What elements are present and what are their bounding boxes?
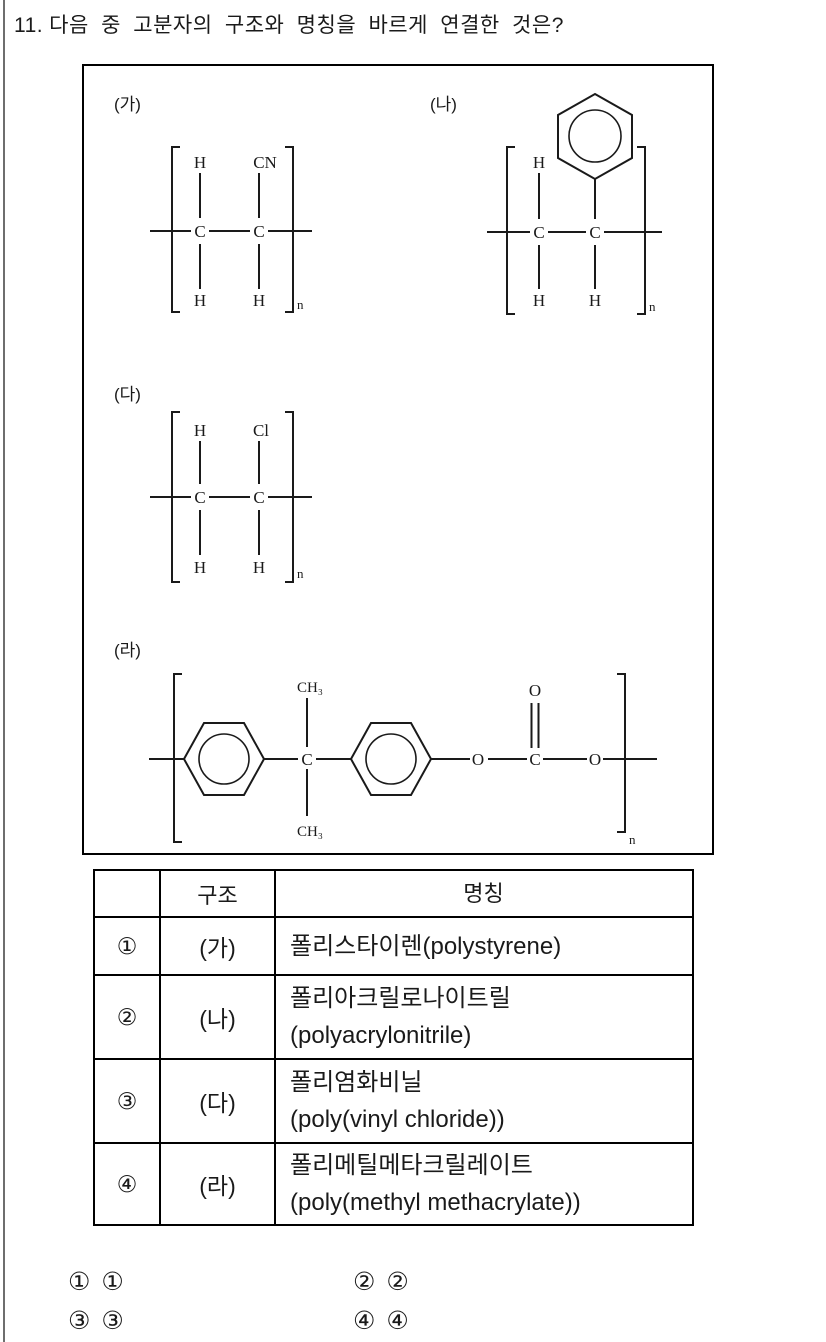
subscript-n: n <box>629 832 636 847</box>
choice-marker: ② <box>353 1267 376 1296</box>
row-structure: (나) <box>159 974 276 1060</box>
atom-o: O <box>589 750 601 769</box>
row-structure: (라) <box>159 1142 276 1226</box>
answer-table: 구조 명칭 ① (가) 폴리스타이렌(polystyrene) ② (나) 폴리… <box>93 869 694 1226</box>
name-line: (poly(methyl methacrylate)) <box>290 1189 581 1216</box>
choice-value: ③ <box>101 1306 124 1335</box>
table-row: ① (가) 폴리스타이렌(polystyrene) <box>93 916 694 976</box>
atom-h: H <box>589 291 601 310</box>
left-bracket <box>506 146 515 315</box>
name-line: 폴리메틸메타크릴레이트 <box>290 1152 533 1179</box>
right-bracket <box>617 673 626 833</box>
atom-c: C <box>194 488 205 507</box>
polymer-structure-da: (다) H Cl C C H H n <box>114 385 312 583</box>
row-number: ② <box>93 974 161 1060</box>
choice-value: ④ <box>386 1306 409 1335</box>
atom-o: O <box>529 681 541 700</box>
atom-h: H <box>194 558 206 577</box>
subscript-n: n <box>297 297 304 312</box>
structure-na-label: (나) <box>430 95 457 114</box>
answer-choice-4[interactable]: ④ ④ <box>353 1306 409 1336</box>
row-number: ① <box>93 916 161 976</box>
answer-choice-2[interactable]: ② ② <box>353 1267 409 1297</box>
choice-value: ② <box>386 1267 409 1296</box>
header-blank <box>93 869 161 918</box>
row-name: 폴리아크릴로나이트릴 (polyacrylonitrile) <box>274 974 694 1060</box>
atom-ch3: CH₃ <box>297 824 323 840</box>
atom-c: C <box>301 750 312 769</box>
answer-choice-3[interactable]: ③ ③ <box>68 1306 124 1336</box>
name-line: 폴리스타이렌(polystyrene) <box>290 932 562 960</box>
structure-ra-label: (라) <box>114 641 141 660</box>
row-name: 폴리메틸메타크릴레이트 (poly(methyl methacrylate)) <box>274 1142 694 1226</box>
benzene-ring <box>349 722 433 796</box>
atom-h: H <box>533 291 545 310</box>
name-line: 폴리염화비닐 <box>290 1069 423 1096</box>
row-number: ③ <box>93 1058 161 1144</box>
choice-value: ① <box>101 1267 124 1296</box>
row-name: 폴리스타이렌(polystyrene) <box>274 916 694 976</box>
right-bracket <box>285 146 294 313</box>
row-name: 폴리염화비닐 (poly(vinyl chloride)) <box>274 1058 694 1144</box>
atom-cn: CN <box>253 153 277 172</box>
table-row: ③ (다) 폴리염화비닐 (poly(vinyl chloride)) <box>93 1058 694 1144</box>
question-number: 11. <box>14 14 44 37</box>
header-name: 명칭 <box>274 869 694 918</box>
atom-o: O <box>472 750 484 769</box>
polymer-structure-na: (나) H C C H H n <box>430 92 662 315</box>
name-line: 폴리아크릴로나이트릴 <box>290 985 511 1012</box>
left-bracket <box>171 146 180 313</box>
answer-choice-1[interactable]: ① ① <box>68 1267 124 1297</box>
atom-c: C <box>194 222 205 241</box>
row-number: ④ <box>93 1142 161 1226</box>
atom-cl: Cl <box>253 421 269 440</box>
atom-c: C <box>253 488 264 507</box>
name-line: (poly(vinyl chloride)) <box>290 1106 505 1133</box>
polymer-structure-ra: (라) CH₃ C CH₃ O <box>114 641 657 847</box>
atom-h: H <box>194 421 206 440</box>
row-structure: (다) <box>159 1058 276 1144</box>
choice-marker: ③ <box>68 1306 91 1335</box>
header-structure: 구조 <box>159 869 276 918</box>
atom-c: C <box>589 223 600 242</box>
atom-h: H <box>253 291 265 310</box>
atom-c: C <box>529 750 540 769</box>
page-left-border <box>3 0 5 1342</box>
table-header-row: 구조 명칭 <box>93 869 694 918</box>
structure-ga-label: (가) <box>114 95 141 114</box>
structure-figure-box: (가) H CN C C H H n (나) <box>82 64 714 855</box>
atom-h: H <box>533 153 545 172</box>
atom-c: C <box>253 222 264 241</box>
question-text: 다음 중 고분자의 구조와 명칭을 바르게 연결한 것은? <box>49 14 564 37</box>
table-row: ② (나) 폴리아크릴로나이트릴 (polyacrylonitrile) <box>93 974 694 1060</box>
choice-marker: ① <box>68 1267 91 1296</box>
atom-h: H <box>194 153 206 172</box>
right-bracket <box>637 146 646 315</box>
subscript-n: n <box>297 566 304 581</box>
choice-marker: ④ <box>353 1306 376 1335</box>
polymer-structure-ga: (가) H CN C C H H n <box>114 95 312 313</box>
benzene-ring <box>182 722 266 796</box>
atom-h: H <box>194 291 206 310</box>
atom-ch3: CH₃ <box>297 680 323 696</box>
polymer-structures-figure: (가) H CN C C H H n (나) <box>114 92 662 847</box>
benzene-ring <box>557 92 633 181</box>
table-row: ④ (라) 폴리메틸메타크릴레이트 (poly(methyl methacryl… <box>93 1142 694 1226</box>
atom-c: C <box>533 223 544 242</box>
atom-h: H <box>253 558 265 577</box>
question-line: 11.다음 중 고분자의 구조와 명칭을 바르게 연결한 것은? <box>14 12 804 40</box>
subscript-n: n <box>649 299 656 314</box>
row-structure: (가) <box>159 916 276 976</box>
structure-da-label: (다) <box>114 385 141 404</box>
name-line: (polyacrylonitrile) <box>290 1022 472 1049</box>
